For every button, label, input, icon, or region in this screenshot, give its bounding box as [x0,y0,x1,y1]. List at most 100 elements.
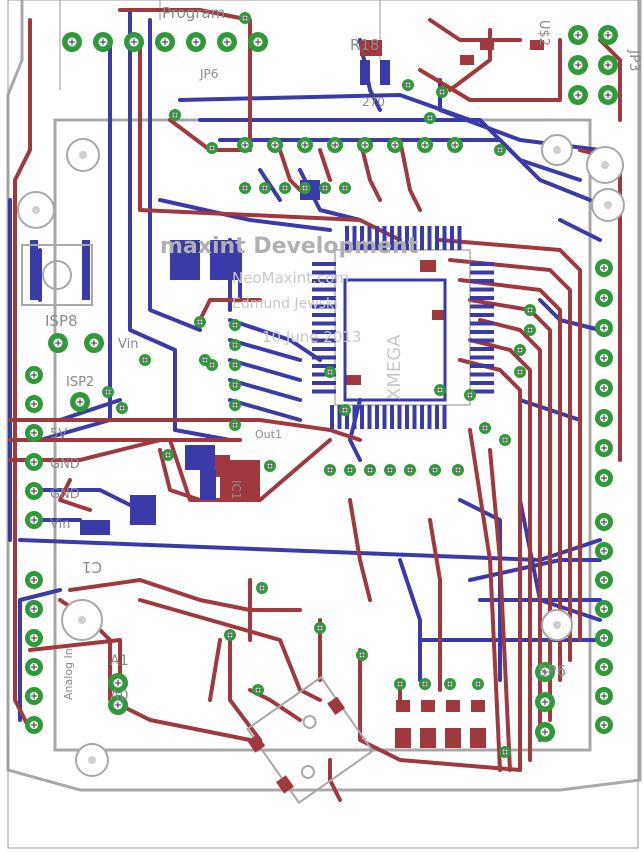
header-pin [535,692,555,712]
qfp-pins-top [345,226,462,250]
qfp-pin [412,226,417,250]
qfp-pin [312,262,336,266]
qfp-pin [375,405,379,429]
via [299,182,311,194]
qfp-pin [397,405,402,429]
qfp-pin [337,405,342,429]
header-pin [124,32,144,52]
qfp-pin [312,330,336,334]
qfp-pin [470,313,494,317]
qfp-pin [450,226,454,250]
qfp-pin [312,347,336,351]
ic1-label: IC1 [229,480,243,500]
via [339,404,351,416]
vin-top-label: Vin [118,337,138,352]
via [364,464,376,476]
via [324,366,336,378]
header-pin [84,333,104,353]
header-pin [25,687,43,705]
qfp-pin [312,313,336,317]
via [252,684,264,696]
via [229,359,241,371]
via [444,678,456,690]
header-pin [186,32,206,52]
usb-connector-outline [245,675,375,805]
via [339,182,351,194]
chip-label: XMEGA [384,334,405,400]
blue-smd-pads [30,60,447,535]
via [424,112,436,124]
header-pin [357,137,373,153]
via [429,464,441,476]
qfp-pin [312,389,336,394]
qfp-pin [312,355,336,360]
qfp-pin [382,405,387,429]
qfp-pin [360,226,364,250]
header-pin [595,629,613,647]
qfp-pin [405,226,409,250]
mounting-hole-centers [32,146,612,764]
qfp-pin [312,270,336,275]
qfp-pin [470,372,494,377]
qfp-pin [470,304,494,309]
r70-label: 270 [362,95,385,109]
via [206,142,218,154]
qfp-pin [457,226,462,250]
gnd2-label: GND [50,487,80,502]
qfp-pin [390,405,394,429]
via [499,746,511,758]
qfp-pin [470,364,494,368]
header-pin [595,469,613,487]
header-pin [327,137,343,153]
qfp-pin [442,226,447,250]
qfp-pins-left [312,262,336,394]
board-author: Edmund Jewski [232,296,338,312]
header-pin [598,85,618,105]
qfp-pin [375,226,379,250]
via [344,464,356,476]
qfp-pin [390,226,394,250]
via [224,629,236,641]
header-pin [535,662,555,682]
via [194,316,206,328]
qfp-pin [312,287,336,292]
vin-label: Vin [50,517,70,532]
header-pin [595,259,613,277]
header-pin [25,424,43,442]
gnd-label: GND [50,457,80,472]
header-pin [248,32,268,52]
header-pin [267,137,283,153]
header-pin [595,687,613,705]
via [384,464,396,476]
header-pin [595,439,613,457]
via [524,304,536,316]
qfp-pin [367,226,372,250]
qfp-pin [470,330,494,334]
via [256,582,268,594]
jp6-label: JP6 [199,67,218,81]
via [239,182,251,194]
qfp-pin [367,405,372,429]
via [259,182,271,194]
via [229,419,241,431]
header-pin [568,85,588,105]
via [402,79,414,91]
header-pin [108,673,128,693]
qfp-pin [345,226,349,250]
header-pin [595,513,613,531]
header-pin [595,571,613,589]
header-pin [25,600,43,618]
qfp-pin [312,304,336,309]
reset-button-outline [21,244,93,306]
header-pin [595,542,613,560]
header-pin [25,658,43,676]
through-hole-pads [25,25,618,742]
via [452,464,464,476]
qfp-pin [312,338,336,343]
header-pin [568,25,588,45]
via [162,449,174,461]
header-pin [25,482,43,500]
qfp-pin [470,279,494,283]
via [419,678,431,690]
header-pin [237,137,253,153]
